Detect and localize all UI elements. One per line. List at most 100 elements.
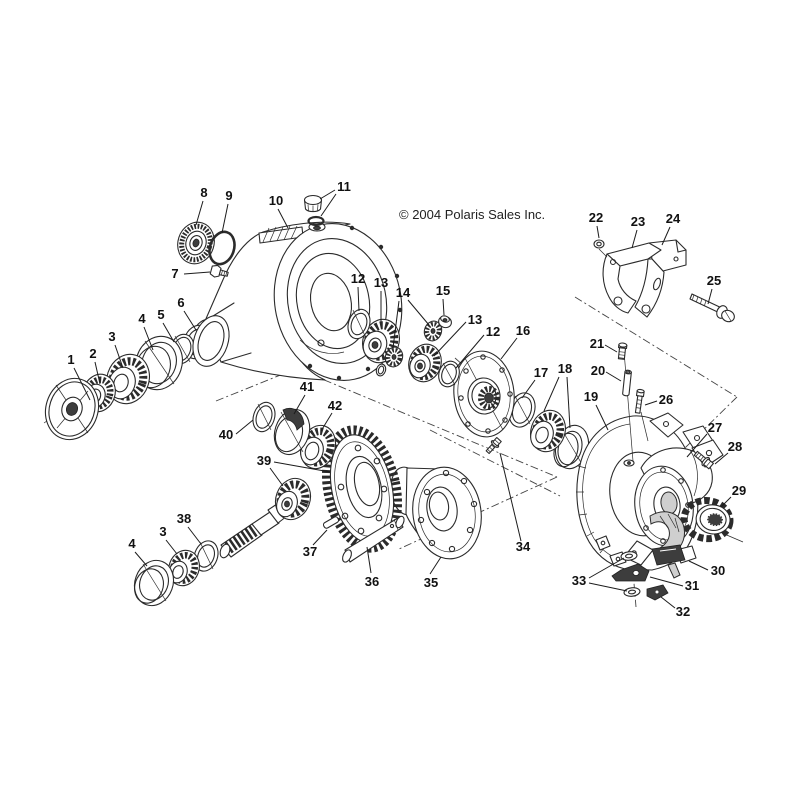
leader-line-42 [320,412,333,432]
leader-line-11 [320,193,337,217]
part-label-5: 5 [157,307,164,322]
part-7-bolt [209,264,229,278]
part-label-22: 22 [589,210,603,225]
part-label-32: 32 [676,604,690,619]
part-label-34: 34 [516,539,531,554]
leader-line-38 [187,526,202,545]
part-40-washer [252,401,276,433]
leader-line-28 [714,452,729,465]
leader-line-12 [455,334,485,369]
leader-line-19 [595,404,609,431]
part-39-ring-gear [321,425,403,553]
leader-line-20 [605,371,622,382]
leader-line-31 [649,576,684,587]
part-4-bearing-race-lower [133,559,175,607]
part-label-21: 21 [590,336,604,351]
coupler-alignment-line [721,532,744,543]
part-label-2: 2 [89,346,96,361]
part-21-screw [617,342,628,360]
leader-line-22 [596,225,600,239]
leader-line-30 [688,560,709,571]
part-label-10: 10 [269,193,283,208]
leader-line-2 [94,361,101,385]
leader-line-37 [312,529,328,546]
part-label-25: 25 [707,273,721,288]
leader-lines-layer [73,189,732,609]
leader-line-11 [319,189,336,200]
part-label-40: 40 [219,427,233,442]
part-14-pinion-gear-right [423,320,443,342]
leader-line-4 [143,326,154,351]
part-label-35: 35 [424,575,438,590]
part-label-6: 6 [177,295,184,310]
leader-line-21 [604,344,618,353]
part-label-13: 13 [374,275,388,290]
part-label-27: 27 [708,420,722,435]
part-label-23: 23 [631,214,645,229]
part-15-nut [438,315,452,329]
part-label-7: 7 [171,266,178,281]
part-11-fill-plug [303,194,325,227]
leader-line-34 [499,452,522,542]
leader-line-10 [277,208,289,229]
part-label-29: 29 [732,483,746,498]
part-label-12: 12 [351,271,365,286]
part-label-41: 41 [300,379,314,394]
leader-line-40 [235,419,254,435]
pin-20-alignment-line [623,350,634,462]
leader-line-5 [162,322,175,343]
part-9-o-ring [208,230,236,266]
leader-line-41 [293,394,306,415]
part-32-lever [646,584,669,601]
leader-line-33 [588,582,628,592]
leader-line-18 [543,376,560,412]
part-label-12: 12 [486,324,500,339]
part-22-nut [593,239,608,258]
part-label-3: 3 [159,524,166,539]
leader-line-3 [114,344,124,369]
part-label-33: 33 [572,573,586,588]
leader-line-33 [588,557,625,579]
leader-line-8 [195,200,204,226]
part-42-tapered-bearing [299,424,337,470]
part-10-gearcase-housing [192,221,403,381]
part-28-bolt [693,450,714,470]
part-35-differential-hub [390,466,482,560]
leader-line-39 [269,467,284,487]
part-23-mounting-bracket [602,239,687,318]
leader-line-14 [407,299,430,326]
part-label-20: 20 [591,363,605,378]
part-label-17: 17 [534,365,548,380]
part-39-pinion-shaft [219,477,312,559]
part-label-26: 26 [659,392,673,407]
leader-line-23 [631,229,638,249]
part-label-36: 36 [365,574,379,589]
part-25-bolt [689,293,735,323]
copyright-text: © 2004 Polaris Sales Inc. [399,207,545,222]
leader-line-12 [357,286,360,312]
leader-line-4 [134,551,148,567]
leader-line-1 [73,367,91,401]
part-label-13: 13 [468,312,482,327]
part-38-washer [193,540,219,572]
leader-line-25 [707,288,713,305]
part-label-38: 38 [177,511,191,526]
leader-line-7 [183,271,211,275]
leader-line-15 [442,298,445,316]
part-14-pinion-gear-left [375,346,404,377]
leader-line-32 [660,596,676,609]
part-20-dowel-pin [622,369,632,397]
part-30-shift-fork [649,511,697,579]
leader-line-9 [221,203,229,234]
part-3-tapered-bearing-lower [168,549,200,587]
part-17-ring [508,392,536,428]
part-29-coupler [680,496,734,543]
part-34-bolt [485,436,502,455]
part-11-o-ring [307,215,325,227]
part-label-15: 15 [436,283,450,298]
leader-line-36 [366,546,372,574]
part-label-8: 8 [200,185,207,200]
part-label-9: 9 [225,188,232,203]
